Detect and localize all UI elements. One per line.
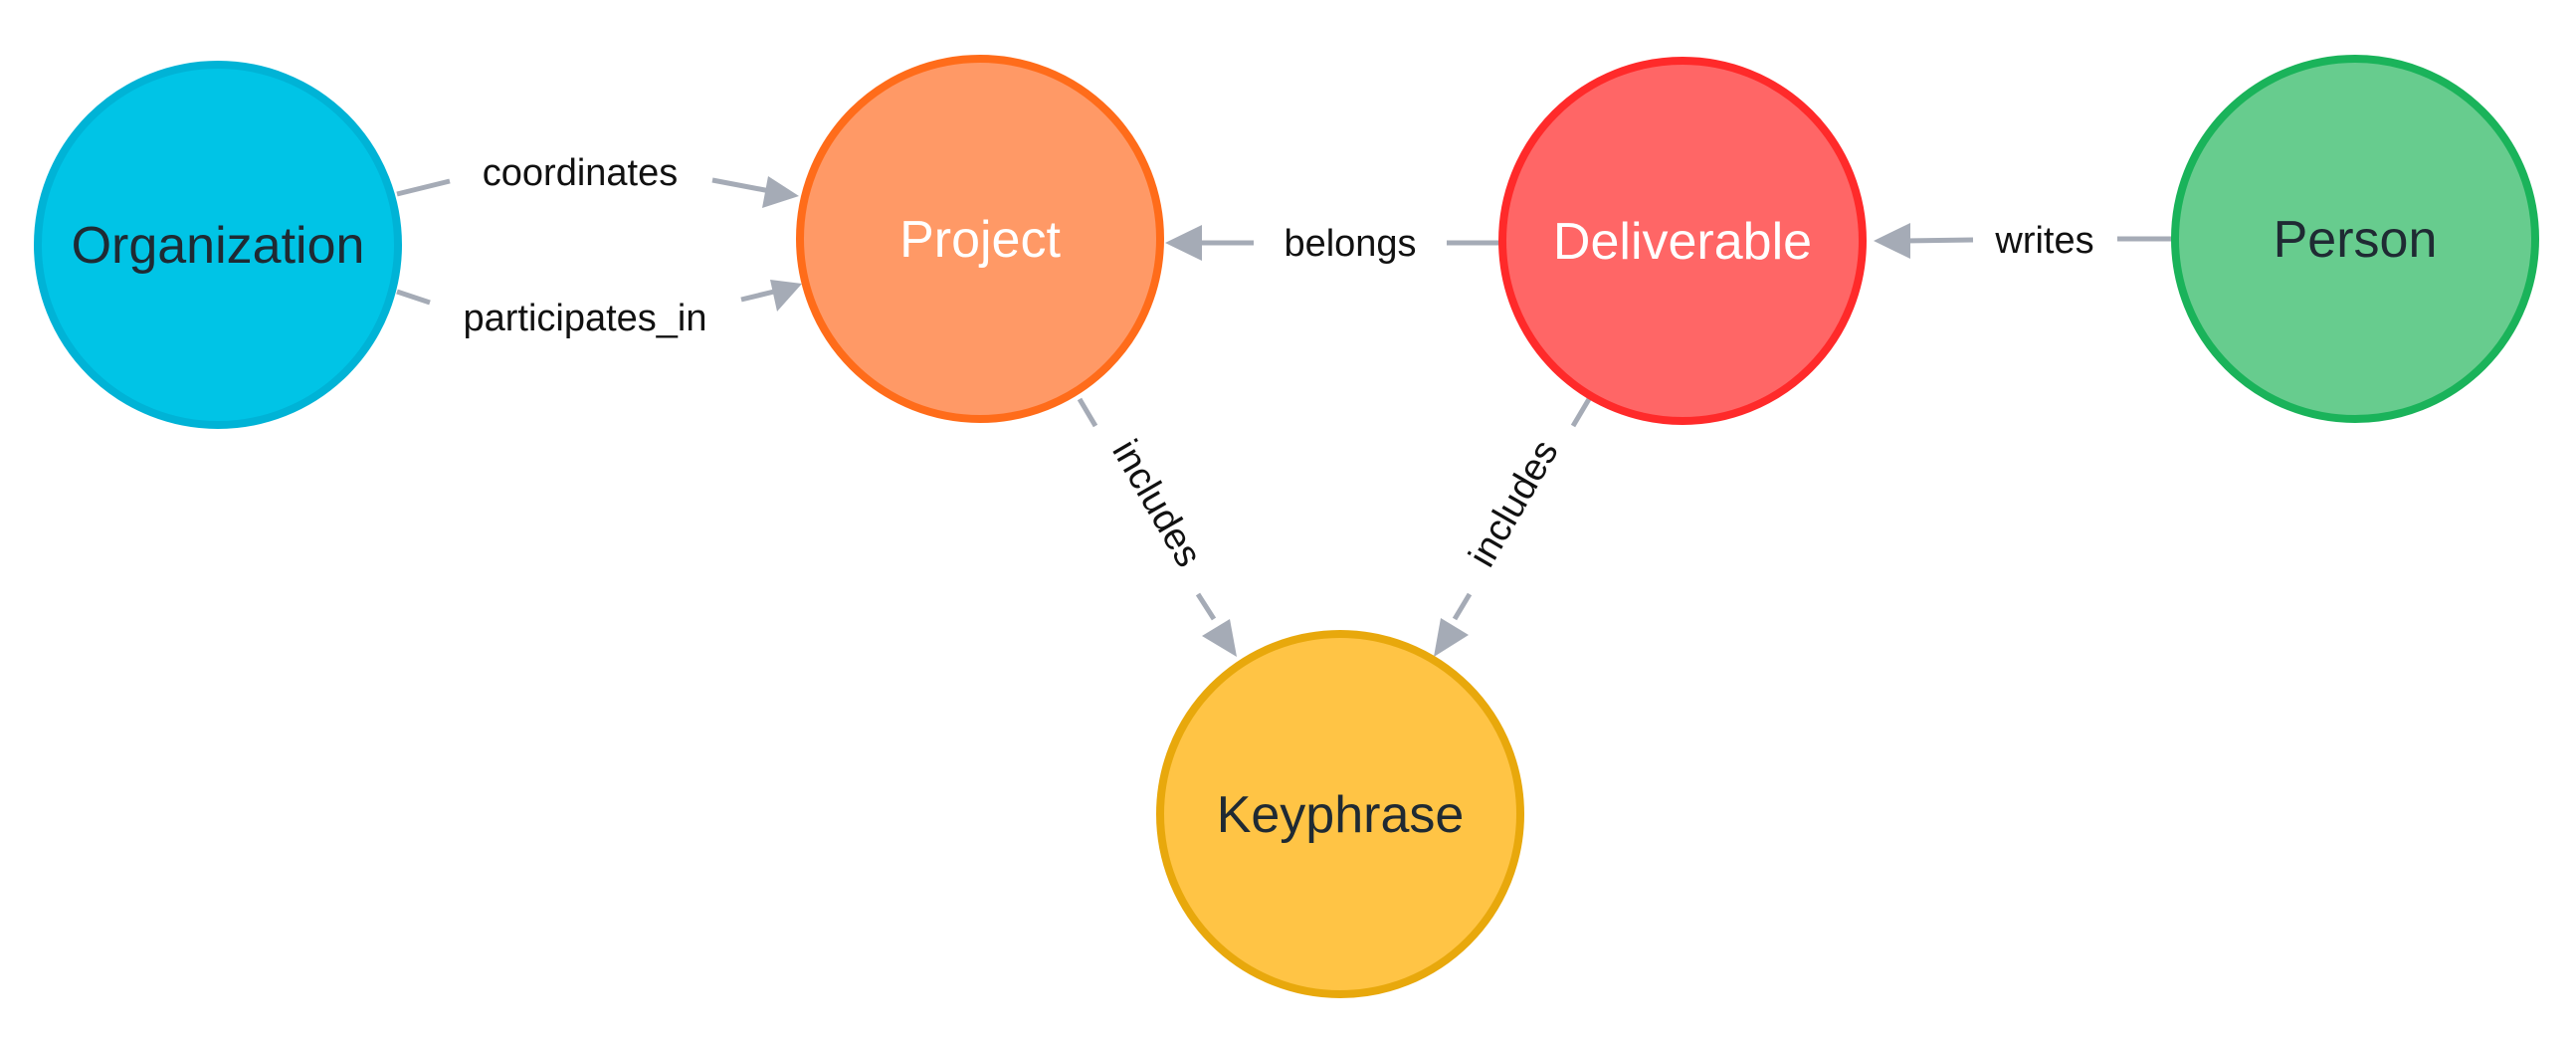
edge-coordinates-label: coordinates (483, 152, 678, 194)
node-organization-label: Organization (72, 217, 365, 275)
edge-deliverable-includes-line-1 (1570, 397, 1592, 428)
edge-writes-line-2 (1903, 237, 1974, 244)
node-project-circle (796, 55, 1164, 423)
edge-coordinates-line-2 (711, 177, 771, 194)
edge-participates-in-arrowhead (770, 280, 802, 312)
edge-participates-in[interactable]: participates_in (396, 280, 802, 339)
edge-coordinates-line-1 (396, 178, 451, 197)
node-person-label: Person (2274, 211, 2438, 269)
edge-project-includes[interactable]: includes (1077, 397, 1237, 657)
edge-deliverable-includes[interactable]: includes (1434, 397, 1592, 657)
node-person[interactable]: Person (2171, 55, 2539, 423)
edge-writes[interactable]: writes (1874, 220, 2175, 262)
edge-belongs-label: belongs (1284, 223, 1416, 265)
edge-coordinates-arrowhead (762, 176, 799, 208)
edge-deliverable-includes-label: includes (1462, 433, 1567, 574)
edge-project-includes-line-2 (1195, 592, 1217, 621)
node-person-circle (2171, 55, 2539, 423)
node-keyphrase-circle (1156, 630, 1524, 998)
edge-belongs-arrowhead (1165, 225, 1202, 261)
edge-writes-arrowhead (1874, 223, 1910, 259)
node-organization[interactable]: Organization (34, 61, 402, 429)
node-deliverable-label: Deliverable (1553, 213, 1812, 271)
edge-project-includes-line-1 (1077, 397, 1098, 428)
node-keyphrase[interactable]: Keyphrase (1156, 630, 1524, 998)
node-keyphrase-label: Keyphrase (1217, 786, 1465, 844)
node-project[interactable]: Project (796, 55, 1164, 423)
node-deliverable-circle (1498, 57, 1867, 425)
edge-coordinates[interactable]: coordinates (396, 152, 799, 208)
edge-participates-in-line-2 (740, 289, 775, 303)
edge-deliverable-includes-arrowhead (1434, 618, 1469, 657)
edge-project-includes-arrowhead (1202, 619, 1237, 657)
node-project-label: Project (899, 211, 1061, 269)
edge-participates-in-line-1 (396, 289, 431, 306)
node-organization-circle (34, 61, 402, 429)
edge-writes-label: writes (1994, 220, 2093, 262)
edge-participates-in-label: participates_in (463, 298, 706, 339)
edge-deliverable-includes-line-2 (1452, 592, 1473, 621)
edge-belongs[interactable]: belongs (1165, 223, 1499, 265)
edge-project-includes-label: includes (1103, 433, 1209, 574)
node-deliverable[interactable]: Deliverable (1498, 57, 1867, 425)
